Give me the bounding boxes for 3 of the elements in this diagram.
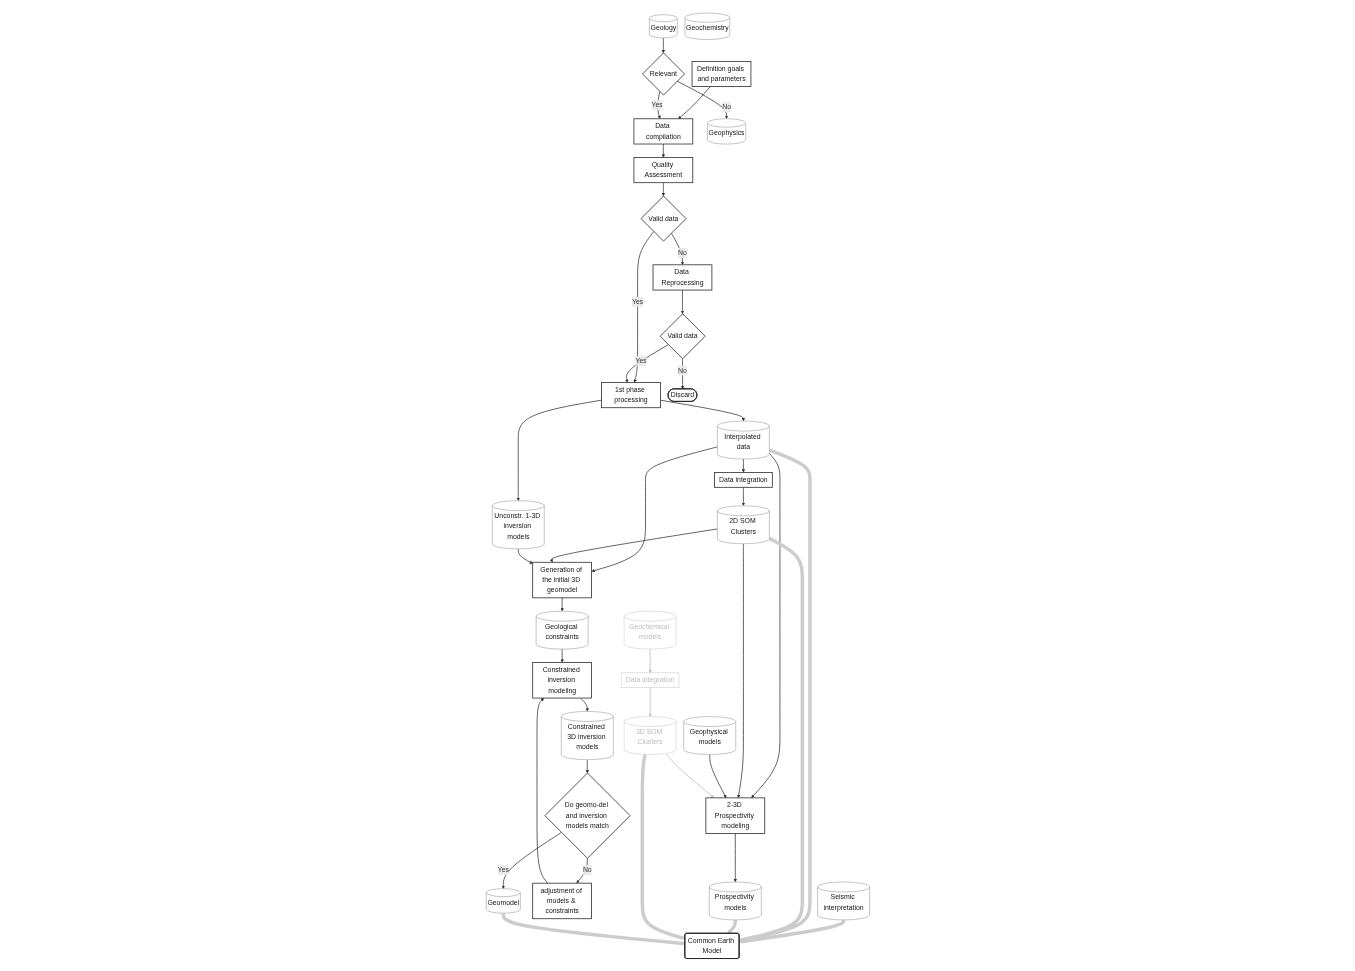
- arrow: [501, 912, 685, 945]
- arrow: [640, 753, 685, 940]
- arrow: [738, 919, 845, 944]
